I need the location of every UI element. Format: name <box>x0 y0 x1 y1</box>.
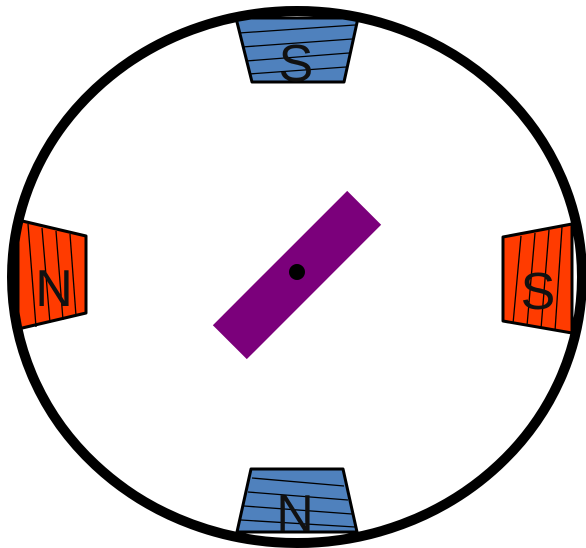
rotor-pivot <box>289 264 305 280</box>
pole-left: N <box>18 220 86 329</box>
pole-right-label: S <box>521 263 556 321</box>
pole-top: S <box>236 18 358 93</box>
pole-right: S <box>503 224 572 333</box>
pole-bottom: N <box>237 469 357 543</box>
pole-bottom-label: N <box>276 485 314 543</box>
pole-top-label: S <box>279 35 314 93</box>
pole-left-label: N <box>35 260 73 318</box>
